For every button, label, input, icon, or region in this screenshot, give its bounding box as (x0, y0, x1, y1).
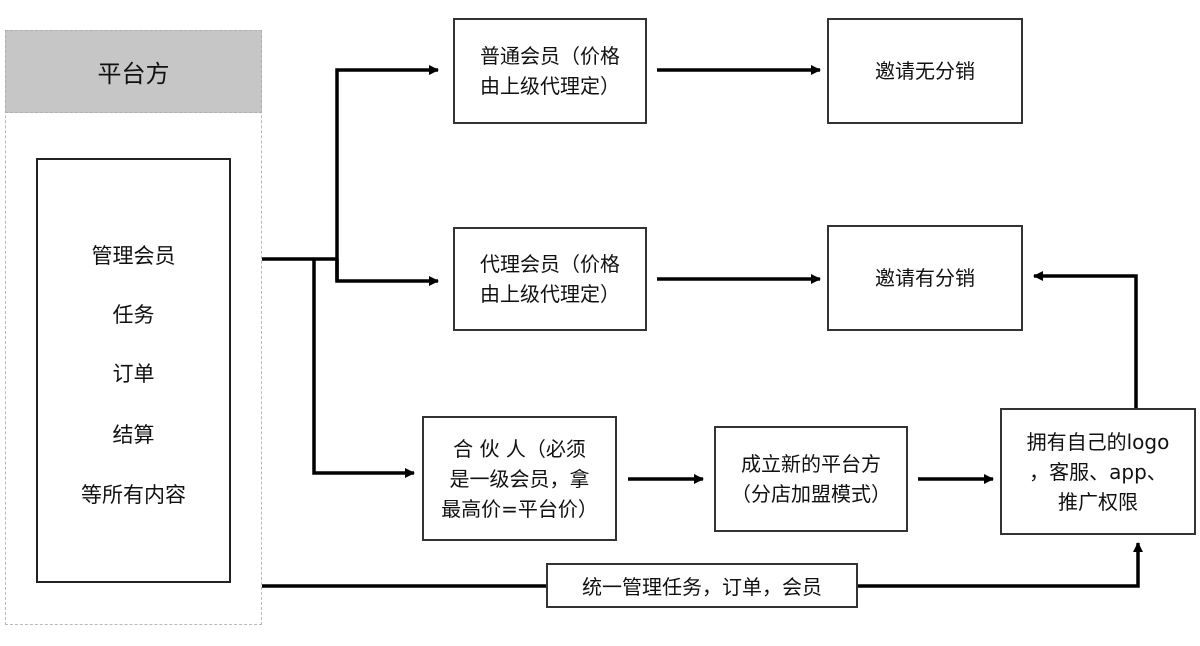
own-logo-line-1: 拥有自己的logo (1026, 429, 1170, 454)
partner-line-3: 最高价=平台价） (441, 496, 598, 521)
agent-member-line-2: 由上级代理定） (480, 282, 620, 306)
all-content-label: 等所有内容 (81, 483, 186, 507)
invite-with-distribution-node: 邀请有分销 (827, 225, 1023, 331)
own-logo-node: 拥有自己的logo ，客服、app、 推广权限 (1000, 408, 1196, 535)
partner-line-1: 合 伙 人（必须 (453, 436, 586, 461)
regular-member-line-2: 由上级代理定） (480, 74, 620, 98)
branch-agent (335, 259, 439, 286)
settlement-label: 结算 (112, 423, 155, 447)
invite-with-distribution-label: 邀请有分销 (875, 266, 975, 290)
branch-partner (312, 259, 415, 478)
branch-regular (335, 65, 439, 281)
own-logo-line-3: 推广权限 (1057, 489, 1138, 514)
own-logo-line-2: ，客服、app、 (1029, 459, 1167, 484)
regular-member-line-1: 普通会员（价格 (480, 44, 620, 68)
tasks-label: 任务 (112, 303, 155, 327)
new-platform-line-1: 成立新的平台方 (741, 452, 881, 476)
invite-no-distribution-node: 邀请无分销 (827, 18, 1023, 124)
partner-node: 合 伙 人（必须 是一级会员，拿 最高价=平台价） (422, 416, 617, 541)
partner-line-2: 是一级会员，拿 (449, 466, 590, 491)
agent-member-line-1: 代理会员（价格 (480, 252, 620, 276)
manage-members-label: 管理会员 (91, 244, 176, 268)
management-box (36, 158, 231, 583)
regular-member-node: 普通会员（价格 由上级代理定） (453, 18, 647, 124)
agent-member-node: 代理会员（价格 由上级代理定） (453, 227, 647, 331)
platform-title: 平台方 (5, 30, 262, 113)
unified-management-label: 统一管理任务，订单，会员 (546, 563, 858, 608)
orders-label: 订单 (112, 362, 155, 386)
invite-no-distribution-label: 邀请无分销 (875, 59, 975, 83)
new-platform-node: 成立新的平台方 （分店加盟模式） (714, 426, 908, 532)
new-platform-line-2: （分店加盟模式） (731, 482, 891, 506)
arrow-logo-to-invite (1033, 271, 1138, 408)
